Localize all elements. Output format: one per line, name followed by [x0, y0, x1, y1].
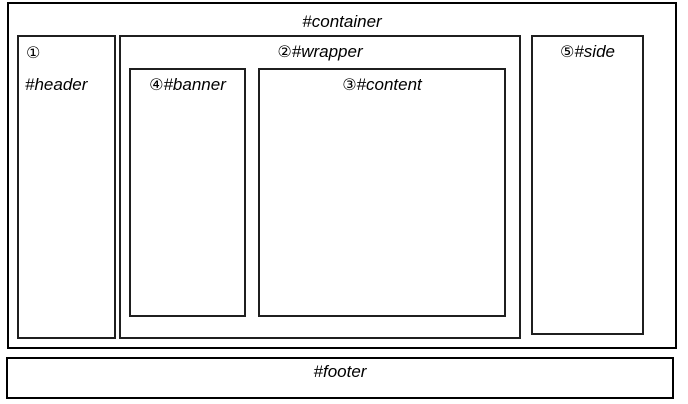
wrapper-label-line: ②#wrapper: [121, 37, 519, 62]
banner-box: ④#banner: [129, 68, 246, 317]
content-label: #content: [356, 75, 422, 94]
side-number: ⑤: [560, 42, 575, 61]
wrapper-label: #wrapper: [291, 42, 363, 61]
header-box: ① #header: [17, 35, 116, 339]
side-label-line: ⑤#side: [533, 37, 642, 62]
container-label: #container: [302, 12, 382, 31]
wrapper-number: ②: [277, 42, 292, 61]
banner-number: ④: [149, 75, 164, 94]
content-number: ③: [342, 75, 357, 94]
footer-label: #footer: [313, 362, 367, 381]
wrapper-box: ②#wrapper ④#banner ③#content: [119, 35, 521, 339]
container-box: #container ① #header ②#wrapper ④#banner …: [7, 2, 677, 349]
side-label: #side: [574, 42, 615, 61]
content-label-line: ③#content: [260, 70, 504, 95]
header-number: ①: [26, 43, 41, 62]
header-number-line: ①: [19, 37, 114, 64]
footer-box: #footer: [6, 357, 674, 399]
header-label: #header: [25, 75, 88, 94]
side-box: ⑤#side: [531, 35, 644, 335]
banner-label-line: ④#banner: [131, 70, 244, 95]
banner-label: #banner: [163, 75, 226, 94]
content-box: ③#content: [258, 68, 506, 317]
